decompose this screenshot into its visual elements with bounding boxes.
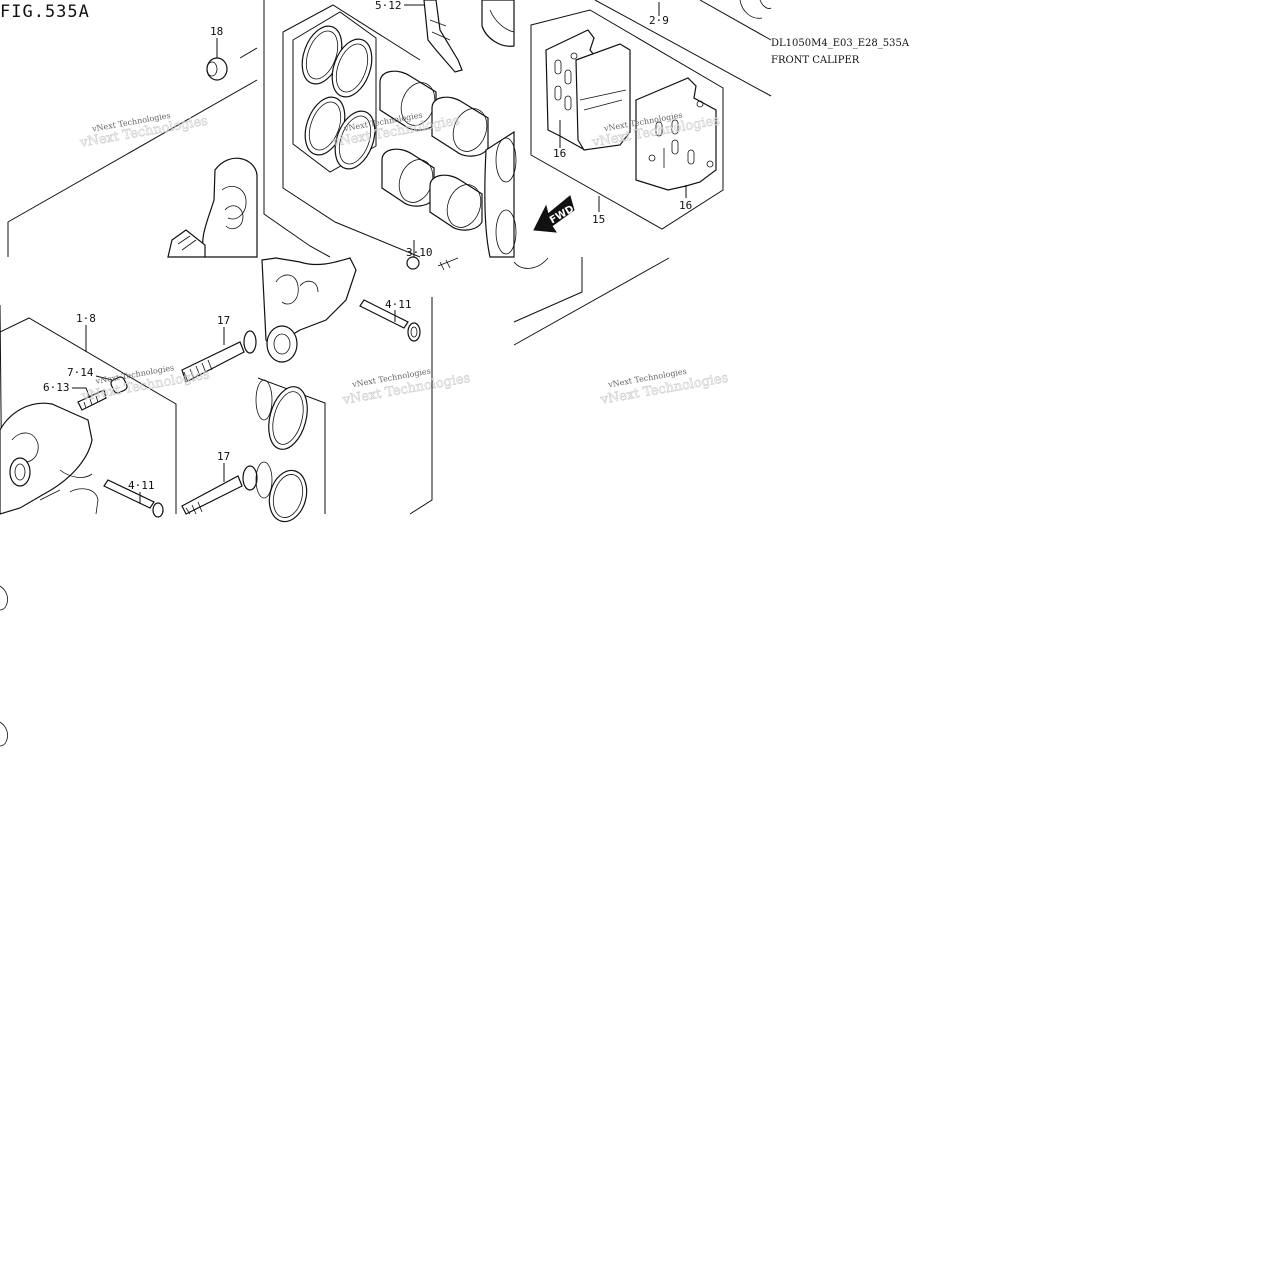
- bracket-line: [239, 47, 258, 59]
- pistons: [379, 70, 489, 231]
- drawing-code: DL1050M4_E03_E28_535A: [771, 38, 910, 49]
- watermark-1: vNext Technologies vNext Technologies: [78, 111, 209, 151]
- brake-pad-left: [545, 29, 631, 151]
- seals-lower: [255, 379, 308, 523]
- caliper-body-partial: [167, 157, 258, 258]
- callout-18: 18: [210, 25, 223, 38]
- bushing-18: [206, 57, 228, 81]
- tile3-top-line: [594, 0, 772, 97]
- partial-part-lower-left: [0, 585, 8, 747]
- bleeder-valve: [77, 376, 128, 411]
- callout-17b: 17: [217, 450, 230, 463]
- callout-411b: 4·11: [128, 479, 155, 492]
- tile4-frame: [0, 317, 177, 514]
- fwd-arrow-icon: FWD: [533, 195, 576, 233]
- brake-pad-right: [635, 77, 717, 191]
- tile6-seal-edge: [513, 257, 549, 269]
- pad-spring: [423, 0, 463, 73]
- caliper-box-line: [7, 79, 258, 257]
- callout-613: 6·13: [43, 381, 70, 394]
- tile2-frame-left: [263, 0, 331, 258]
- watermark-6: vNext Technologies vNext Technologies: [598, 367, 729, 409]
- callout-17a: 17: [217, 314, 230, 327]
- partial-caliper-edge: [739, 0, 772, 19]
- callout-18b: 1·8: [76, 312, 96, 325]
- figure-title: FIG.535A: [0, 2, 90, 22]
- watermark-5: vNext Technologies vNext Technologies: [340, 367, 471, 409]
- caliper-mount: [261, 257, 357, 363]
- pad-set-box: [530, 9, 724, 230]
- kit-box-left: [282, 32, 421, 258]
- tile6-line: [513, 257, 670, 346]
- bolt-17-top: [181, 330, 257, 383]
- pad-pin-upper: [359, 299, 421, 342]
- caliper-body-left: [0, 402, 99, 515]
- caliper-half-right: [481, 0, 517, 258]
- bolt-17-bottom: [181, 465, 258, 515]
- callout-29: 2·9: [649, 14, 669, 27]
- tile-middle-center: 4·11: [255, 256, 459, 523]
- tile5-frame: [409, 297, 433, 515]
- callout-411a: 4·11: [385, 298, 412, 311]
- tile6-box: [513, 257, 583, 323]
- callout-310: 3·10: [406, 246, 433, 259]
- section-name: FRONT CALIPER: [771, 55, 860, 66]
- callout-16b: 16: [679, 199, 692, 212]
- tile-middle-right: [513, 257, 670, 346]
- tile-middle-left: 1·8 17 7·14 6·13: [0, 304, 258, 518]
- callout-714: 7·14: [67, 366, 94, 379]
- callout-15: 15: [592, 213, 605, 226]
- tile5-box: [257, 377, 326, 514]
- callout-512: 5·12: [375, 0, 402, 12]
- tile-top-right: 2·9 16 16 15: [530, 0, 772, 233]
- tile-top-middle: 5·12 3·10: [263, 0, 517, 259]
- watermark-4: vNext Technologies vNext Technologies: [80, 363, 211, 405]
- bleeder-screw: [406, 256, 459, 271]
- kit-box-top: [282, 4, 421, 61]
- tile3-top-line-2: [699, 0, 772, 41]
- leader-714: [95, 375, 113, 381]
- pad-pin-lower: [103, 479, 164, 518]
- callout-16a: 16: [553, 147, 566, 160]
- tile-top-left: 18: [7, 25, 258, 258]
- leader-613: [72, 387, 91, 399]
- seal-box: [292, 11, 377, 173]
- piston-seals: [301, 25, 376, 170]
